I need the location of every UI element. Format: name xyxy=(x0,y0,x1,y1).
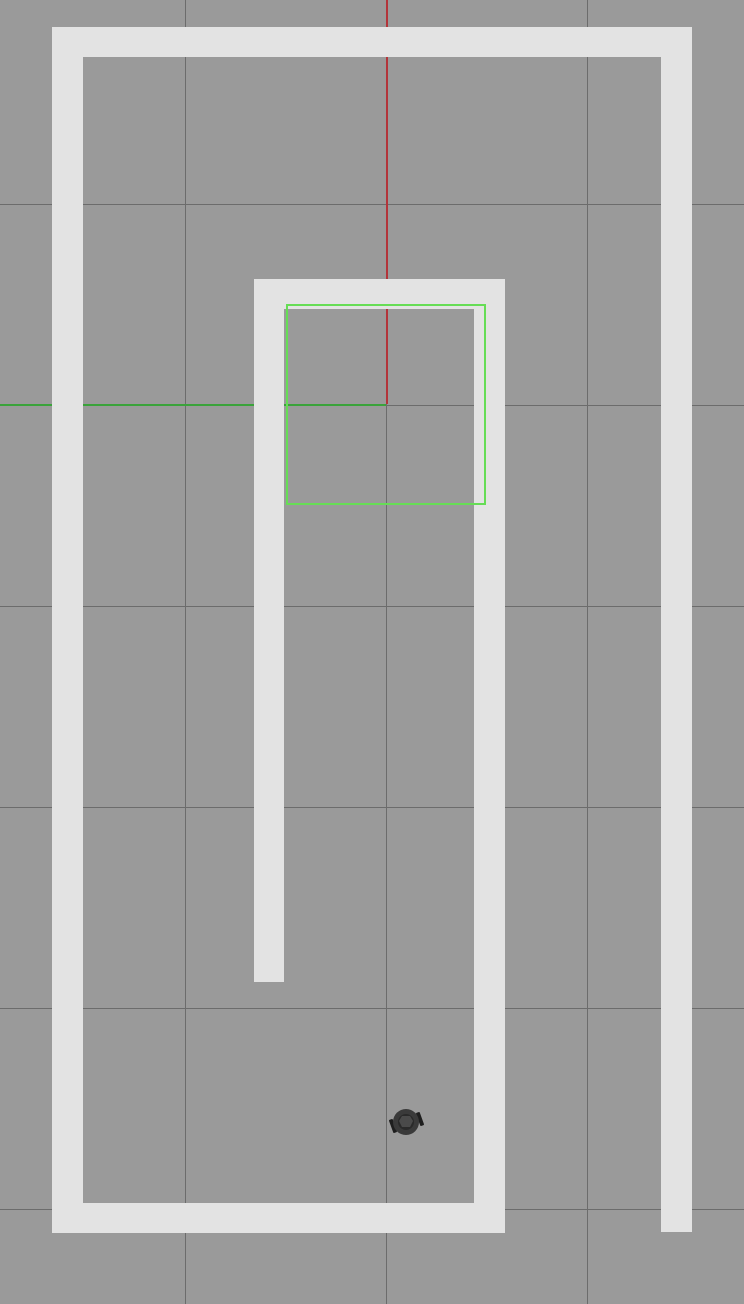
wall-outer-right xyxy=(661,27,692,1232)
wall-outer-left xyxy=(52,27,83,1233)
y-axis-line xyxy=(0,404,386,406)
wall-outer-bottom xyxy=(52,1203,505,1233)
goal-zone-outline xyxy=(286,304,486,505)
x-axis-line xyxy=(386,0,388,404)
grid-line-horizontal xyxy=(0,606,744,607)
wall-inner-left xyxy=(254,279,284,982)
grid-line-horizontal xyxy=(0,1008,744,1009)
grid-line-vertical xyxy=(386,0,387,1304)
grid-line-vertical xyxy=(185,0,186,1304)
grid-line-vertical xyxy=(587,0,588,1304)
grid-line-horizontal xyxy=(0,807,744,808)
grid-line-horizontal xyxy=(0,204,744,205)
robot-icon[interactable] xyxy=(388,1104,426,1142)
wall-outer-top xyxy=(52,27,692,57)
wall-inner-right xyxy=(474,279,505,1233)
